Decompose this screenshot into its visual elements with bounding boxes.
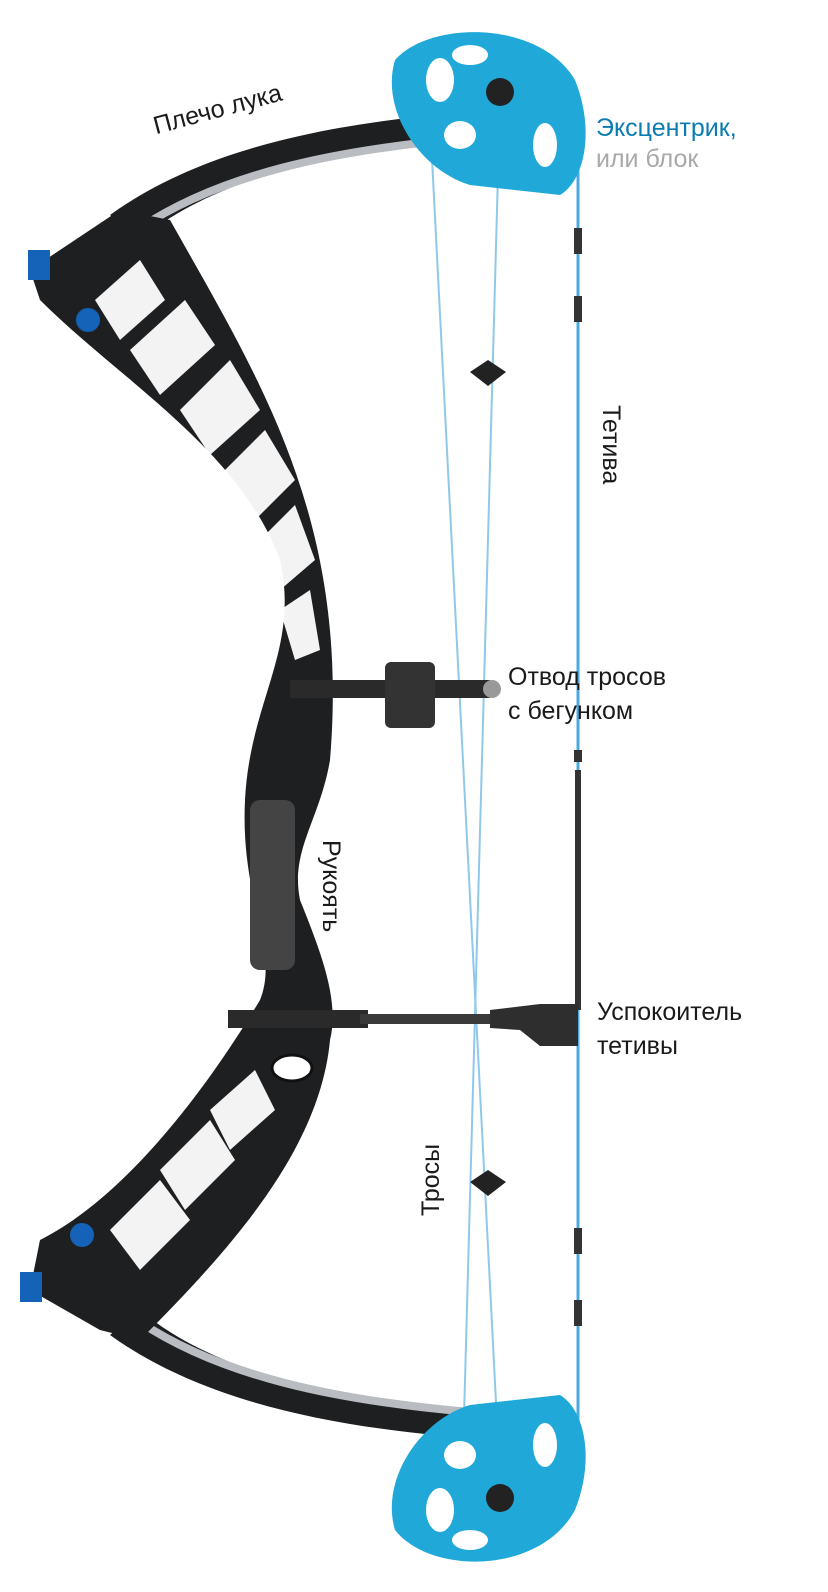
riser-cutouts [95, 260, 320, 1270]
dampener-label-2: тетивы [597, 1032, 678, 1060]
cam-label: Эксцентрик, [596, 114, 737, 142]
cable [461, 99, 501, 1491]
limb-bolt-bottom [70, 1223, 94, 1247]
cable-guard-label-2: с бегунком [508, 697, 634, 725]
grip-label: Рукоять [317, 840, 345, 933]
cam-sub-label: или блок [596, 145, 699, 173]
lower-cam [391, 1395, 586, 1562]
dampener-label-1: Успокоитель [597, 998, 743, 1026]
upper-cam [391, 32, 586, 195]
string-stop-rod [360, 1014, 500, 1024]
cable-guard-slider [385, 662, 435, 728]
string-label: Тетива [597, 405, 625, 485]
cable-guard-label-1: Отвод тросов [508, 663, 667, 691]
string-stop-dampener [490, 1004, 578, 1046]
carbon-grip-insert [250, 800, 295, 970]
cable-slide-top [470, 360, 506, 386]
cable [429, 119, 501, 1481]
cables-label: Тросы [417, 1143, 445, 1216]
cable-slide-bottom [470, 1170, 506, 1196]
limb-bolt-top [76, 308, 100, 332]
string-serving [574, 228, 582, 1326]
